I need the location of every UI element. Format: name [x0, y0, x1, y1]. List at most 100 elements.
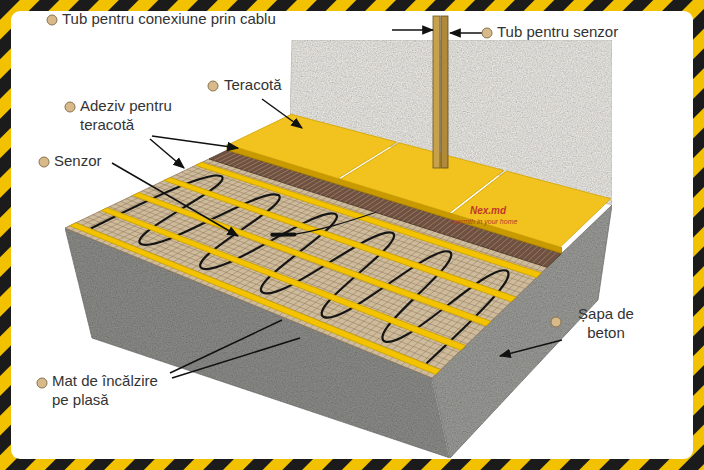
adhesive-ridge — [368, 199, 384, 210]
adhesive-ridge — [364, 197, 380, 208]
adhesive-ridge — [417, 214, 433, 226]
adhesive-ridge — [383, 203, 399, 214]
bullet-dot — [208, 81, 218, 91]
sensor-wire — [295, 210, 383, 234]
adhesive-ridge — [291, 175, 308, 185]
adhesive-ridge — [412, 212, 428, 224]
adhesive-ridge — [509, 242, 524, 255]
adhesive-ridge — [228, 156, 246, 165]
leader-arrow — [262, 99, 302, 128]
adhesive-ridge — [238, 159, 256, 168]
adhesive-ridge — [243, 161, 261, 170]
part-label: Mat de încălzire pe plasă — [52, 372, 174, 410]
adhesive-ridge — [426, 217, 442, 229]
adhesive-ridge — [422, 215, 438, 227]
adhesive-ridge — [315, 183, 332, 193]
adhesive-ridge — [388, 205, 404, 216]
adhesive-ridge — [330, 187, 347, 197]
adhesive-ridge — [296, 177, 313, 187]
adhesive-ridge — [262, 166, 279, 175]
part-label: Șapa de beton — [566, 305, 646, 343]
part-label: Tub pentru senzor — [497, 23, 667, 42]
adhesive-ridge — [354, 194, 370, 205]
leader-lines — [112, 30, 562, 378]
adhesive-ridge — [277, 171, 294, 181]
adhesive-ridge — [272, 169, 289, 179]
ceramic-tile — [452, 171, 611, 247]
adhesive-ridge — [359, 196, 375, 207]
slab-drawing — [65, 16, 612, 458]
leader-arrow — [392, 29, 433, 31]
adhesive-ridge — [538, 250, 553, 264]
adhesive-ridge — [533, 249, 548, 263]
adhesive-ridge — [233, 158, 251, 167]
adhesive-ridge — [470, 230, 485, 243]
adhesive-ridge — [349, 193, 366, 204]
adhesive-ridge — [310, 181, 327, 191]
adhesive-ridge — [489, 236, 504, 249]
leader-arrow — [152, 136, 238, 148]
adhesive-ridge — [480, 233, 495, 246]
adhesive-ridge — [513, 243, 528, 256]
adhesive-ridge — [301, 178, 318, 188]
adhesive-ridge — [320, 184, 337, 194]
adhesive-ridge — [451, 224, 466, 236]
adhesive-ridge — [397, 208, 413, 220]
adhesive-ridge — [223, 155, 241, 164]
adhesive-ridge — [504, 240, 519, 253]
adhesive-ridge — [465, 228, 480, 241]
adhesive-ridge — [407, 211, 423, 223]
leader-arrow — [450, 32, 482, 34]
bullet-dot — [482, 28, 492, 38]
adhesive-ridge — [499, 239, 514, 252]
adhesive-ridge — [306, 180, 323, 190]
sensor-probe — [272, 232, 294, 236]
adhesive-ridge — [373, 200, 389, 211]
fixing-strip — [101, 208, 466, 351]
part-label: Tub pentru conexiune prin cablu — [62, 10, 362, 29]
adhesive-ridge — [402, 209, 418, 221]
adhesive-ridge — [494, 237, 509, 250]
watermark: Nex.md — [470, 205, 530, 218]
adhesive-ridge — [393, 206, 409, 217]
adhesive-ridge — [455, 225, 470, 237]
adhesive-ridge — [523, 246, 538, 259]
adhesive-ridge — [335, 189, 352, 200]
white-panel — [11, 11, 693, 459]
adhesive-ridge — [339, 190, 356, 201]
adhesive-ridge — [484, 234, 499, 247]
adhesive-ridge — [475, 231, 490, 244]
adhesive-ridge — [325, 186, 342, 196]
part-label: Senzor — [54, 152, 154, 171]
mesh-line — [93, 215, 454, 357]
adhesive-ridge — [257, 165, 274, 174]
part-label: Adeziv pentru teracotă — [80, 97, 202, 135]
leader-line — [172, 338, 300, 378]
bullet-dot — [65, 102, 75, 112]
adhesive-ridge — [431, 218, 447, 230]
adhesive-ridge — [542, 252, 556, 266]
adhesive-ridge — [378, 202, 394, 213]
adhesive-ridge — [344, 192, 361, 203]
adhesive-ridge — [267, 168, 284, 178]
adhesive-ridge — [214, 152, 232, 161]
watermark: warmth in your home — [452, 218, 562, 227]
adhesive-ridge — [518, 245, 533, 258]
adhesive-ridge — [248, 162, 266, 171]
leader-arrow — [112, 163, 238, 236]
cable-conduit — [433, 16, 440, 168]
bullet-dot — [37, 378, 47, 388]
bullet-dot — [551, 317, 561, 327]
adhesive-ridge — [219, 153, 237, 162]
adhesive-ridge — [528, 248, 543, 262]
part-label: Teracotă — [224, 76, 344, 95]
bullet-dot — [39, 157, 49, 167]
adhesive-ridge — [252, 164, 270, 173]
leader-arrow — [500, 340, 562, 356]
adhesive-ridge — [460, 227, 475, 240]
sensor-conduit — [441, 16, 448, 168]
leader-arrow — [150, 139, 184, 168]
